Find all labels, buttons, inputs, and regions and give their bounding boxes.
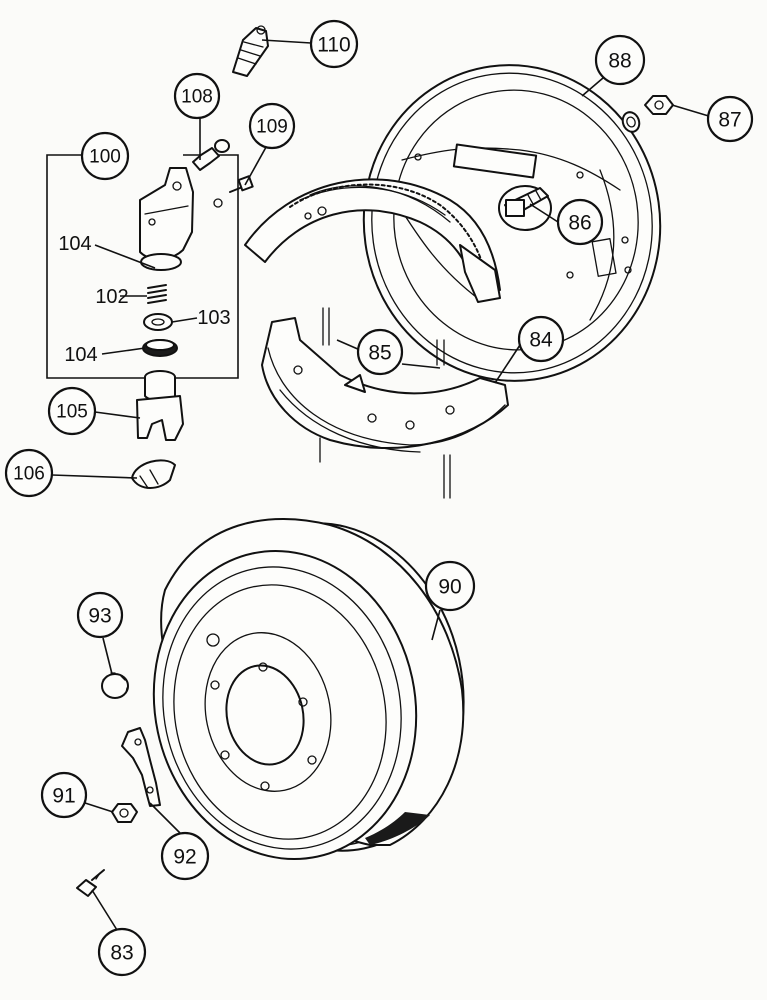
wheel-cylinder-drawing: [139, 167, 194, 271]
callout-92: 92: [160, 831, 210, 881]
seal-103-drawing: [143, 313, 173, 331]
label-102: 102: [95, 286, 128, 308]
callout-84-label: 84: [529, 329, 553, 352]
callout-93-label: 93: [88, 605, 111, 628]
leader-lines: [51, 39, 713, 931]
plug-93-drawing: [101, 672, 129, 699]
callout-109-label: 109: [256, 117, 288, 138]
screw-83-drawing: [76, 869, 105, 897]
label-104-lower: 104: [64, 344, 97, 366]
callout-86: 86: [556, 198, 604, 246]
callout-86-label: 86: [568, 212, 591, 235]
bleed-screw-drawing: [232, 25, 269, 77]
callout-87: 87: [706, 95, 754, 143]
callout-93: 93: [76, 591, 124, 639]
callout-106: 106: [4, 448, 54, 498]
callout-84: 84: [517, 315, 565, 363]
callout-110-label: 110: [317, 34, 350, 57]
spring-102-drawing: [147, 284, 167, 304]
callout-85: 85: [356, 328, 404, 376]
callout-90-label: 90: [438, 576, 461, 599]
callout-85-label: 85: [368, 342, 391, 365]
callout-90: 90: [424, 560, 476, 612]
boot-104-drawing: [142, 339, 178, 357]
callout-108-label: 108: [181, 87, 213, 108]
adjuster-drawing: [498, 185, 552, 231]
wheel-cylinder-group-box: [46, 154, 239, 379]
callout-100: 100: [80, 131, 130, 181]
clip-106-drawing: [131, 459, 176, 489]
nut-91-drawing: [111, 803, 138, 823]
callout-91: 91: [40, 771, 88, 819]
callout-83: 83: [97, 927, 147, 977]
callout-106-label: 106: [13, 464, 45, 485]
bolt-108-drawing: [192, 139, 230, 171]
nut-87-drawing: [621, 95, 674, 133]
lower-brake-shoe-drawing: [261, 307, 509, 499]
callout-100-label: 100: [89, 147, 121, 168]
callout-109: 109: [248, 102, 296, 150]
callout-83-label: 83: [110, 942, 133, 965]
callout-88-label: 88: [608, 50, 631, 73]
callout-105-label: 105: [56, 402, 88, 423]
callout-91-label: 91: [52, 785, 75, 808]
brake-drum-drawing: [152, 517, 465, 861]
callout-88: 88: [594, 34, 646, 86]
label-103: 103: [197, 307, 230, 329]
callout-92-label: 92: [173, 846, 196, 869]
piston-105-drawing: [136, 370, 184, 441]
callout-108: 108: [173, 72, 221, 120]
lock-plate-92-drawing: [121, 727, 161, 807]
upper-brake-shoe-drawing: [244, 178, 501, 303]
callout-110: 110: [309, 19, 359, 69]
callout-87-label: 87: [718, 109, 741, 132]
label-104-upper: 104: [58, 233, 91, 255]
callout-105: 105: [47, 386, 97, 436]
